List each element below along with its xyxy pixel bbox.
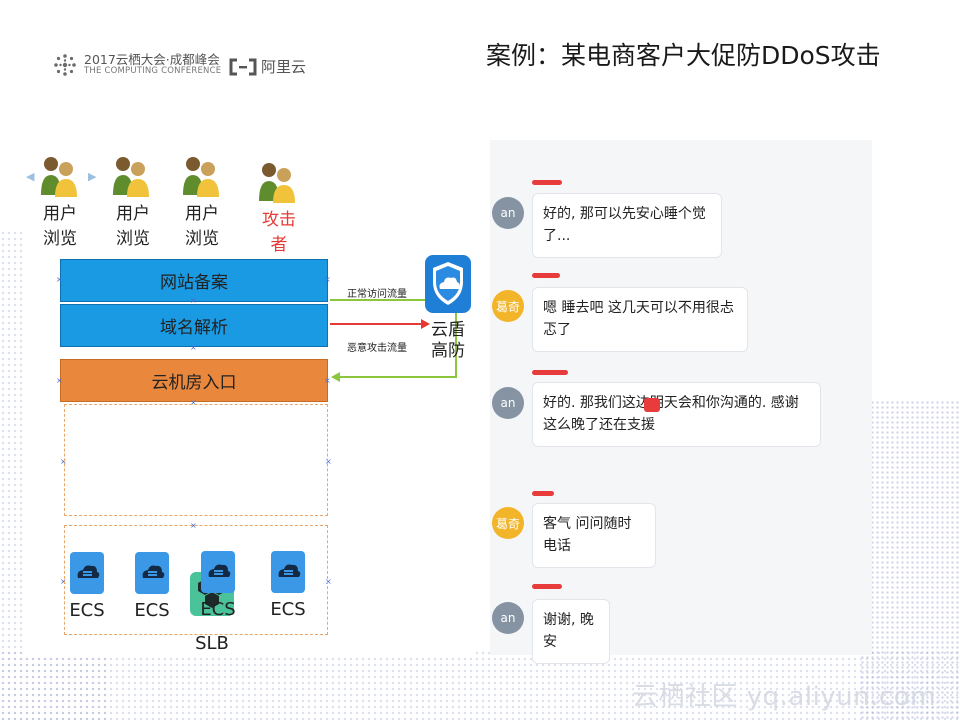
ecs-group-box xyxy=(64,525,328,635)
user-label: 用户 浏览 xyxy=(116,204,150,249)
redacted-sender-name xyxy=(532,273,560,278)
selection-handle: × xyxy=(324,376,331,385)
conference-logo: 2017云栖大会·成都峰会 THE COMPUTING CONFERENCE xyxy=(52,52,221,78)
chat-bubble: 谢谢, 晚安 xyxy=(532,599,610,664)
aliyun-logo-text: 阿里云 xyxy=(261,58,307,76)
right-triangle-icon: ▶ xyxy=(88,170,97,183)
ecs-server-icon xyxy=(201,551,235,593)
left-triangle-icon: ◀ xyxy=(26,170,35,183)
decorative-dot-pattern-right xyxy=(860,400,960,720)
user-label: 用户 浏览 xyxy=(185,204,219,249)
conference-title: 2017云栖大会·成都峰会 xyxy=(84,52,220,68)
chat-screenshot-panel: an 好的, 那可以先安心睡个觉了... 葛奇 嗯 睡去吧 这几天可以不用很忐忑… xyxy=(490,140,872,664)
slb-label: SLB xyxy=(195,633,229,654)
cloud-shield-icon xyxy=(425,255,471,313)
slide-title: 案例：某电商客户大促防DDoS攻击 xyxy=(486,41,881,70)
user-label: 用户 浏览 xyxy=(43,204,77,249)
malicious-traffic-label: 恶意攻击流量 xyxy=(347,343,407,354)
avatar: 葛奇 xyxy=(492,507,524,539)
ecs-server-icon xyxy=(135,552,169,594)
selection-handle: × xyxy=(324,275,331,284)
idc-entrance-label: 云机房入口 xyxy=(151,373,237,393)
website-filing-layer: 网站备案 xyxy=(60,259,328,302)
chat-bubble: 嗯 睡去吧 这几天可以不用很忐忑了 xyxy=(532,287,748,352)
chat-bubble: 好的, 那可以先安心睡个觉了... xyxy=(532,193,722,258)
selection-handle: × xyxy=(56,376,63,385)
ecs-label: ECS xyxy=(200,599,236,620)
chat-bubble: 好的. 那我们这边明天会和你沟通的. 感谢这么晚了还在支援 xyxy=(532,382,821,447)
redacted-word xyxy=(644,398,660,412)
selection-handle: × xyxy=(190,398,197,407)
avatar: an xyxy=(492,387,524,419)
redacted-sender-name xyxy=(532,180,562,185)
redacted-sender-name xyxy=(532,370,568,375)
user-group-icon xyxy=(183,157,219,197)
malicious-traffic-arrow xyxy=(330,319,430,329)
ecs-server-icon xyxy=(271,551,305,593)
selection-handle: × xyxy=(56,275,63,284)
selection-handle: × xyxy=(325,457,332,466)
conference-mark-icon xyxy=(54,54,76,76)
redacted-sender-name xyxy=(532,491,554,496)
chat-bubble: 客气 问问随时电话 xyxy=(532,503,656,568)
selection-handle: × xyxy=(60,457,67,466)
ecs-label: ECS xyxy=(69,600,105,621)
ecs-label: ECS xyxy=(134,600,170,621)
attacker-label: 攻击 者 xyxy=(262,210,296,255)
dns-resolution-layer: 域名解析 xyxy=(60,304,328,347)
conference-subtitle: THE COMPUTING CONFERENCE xyxy=(84,66,222,77)
ecs-server-icon xyxy=(70,552,104,594)
dns-resolution-label: 域名解析 xyxy=(160,318,228,338)
avatar: 葛奇 xyxy=(492,290,524,322)
selection-handle: × xyxy=(190,343,197,352)
architecture-diagram: ◀ ▶ 用户 浏览 用户 浏览 用户 浏览 攻击 者 网站备案 域名解析 云机房… xyxy=(24,140,476,655)
selection-handle: × xyxy=(190,296,197,305)
watermark: 云栖社区 yq.aliyun.com xyxy=(632,682,936,712)
idc-entrance-layer: 云机房入口 xyxy=(60,359,328,402)
avatar: an xyxy=(492,602,524,634)
return-traffic-arrow xyxy=(331,310,457,382)
aliyun-bracket-icon xyxy=(229,58,257,75)
slb-group-box xyxy=(64,404,328,516)
cloud-shield-label: 云盾 高防 xyxy=(431,320,465,362)
avatar: an xyxy=(492,197,524,229)
website-filing-label: 网站备案 xyxy=(160,273,228,293)
user-group-icon xyxy=(41,157,77,197)
user-group-icon xyxy=(113,157,149,197)
ecs-label: ECS xyxy=(270,599,306,620)
normal-traffic-label: 正常访问流量 xyxy=(347,289,407,300)
redacted-sender-name xyxy=(532,584,562,589)
attacker-group-icon xyxy=(259,163,295,203)
aliyun-logo: 阿里云 xyxy=(228,56,306,77)
selection-handle: × xyxy=(325,577,332,586)
selection-handle: × xyxy=(60,577,67,586)
